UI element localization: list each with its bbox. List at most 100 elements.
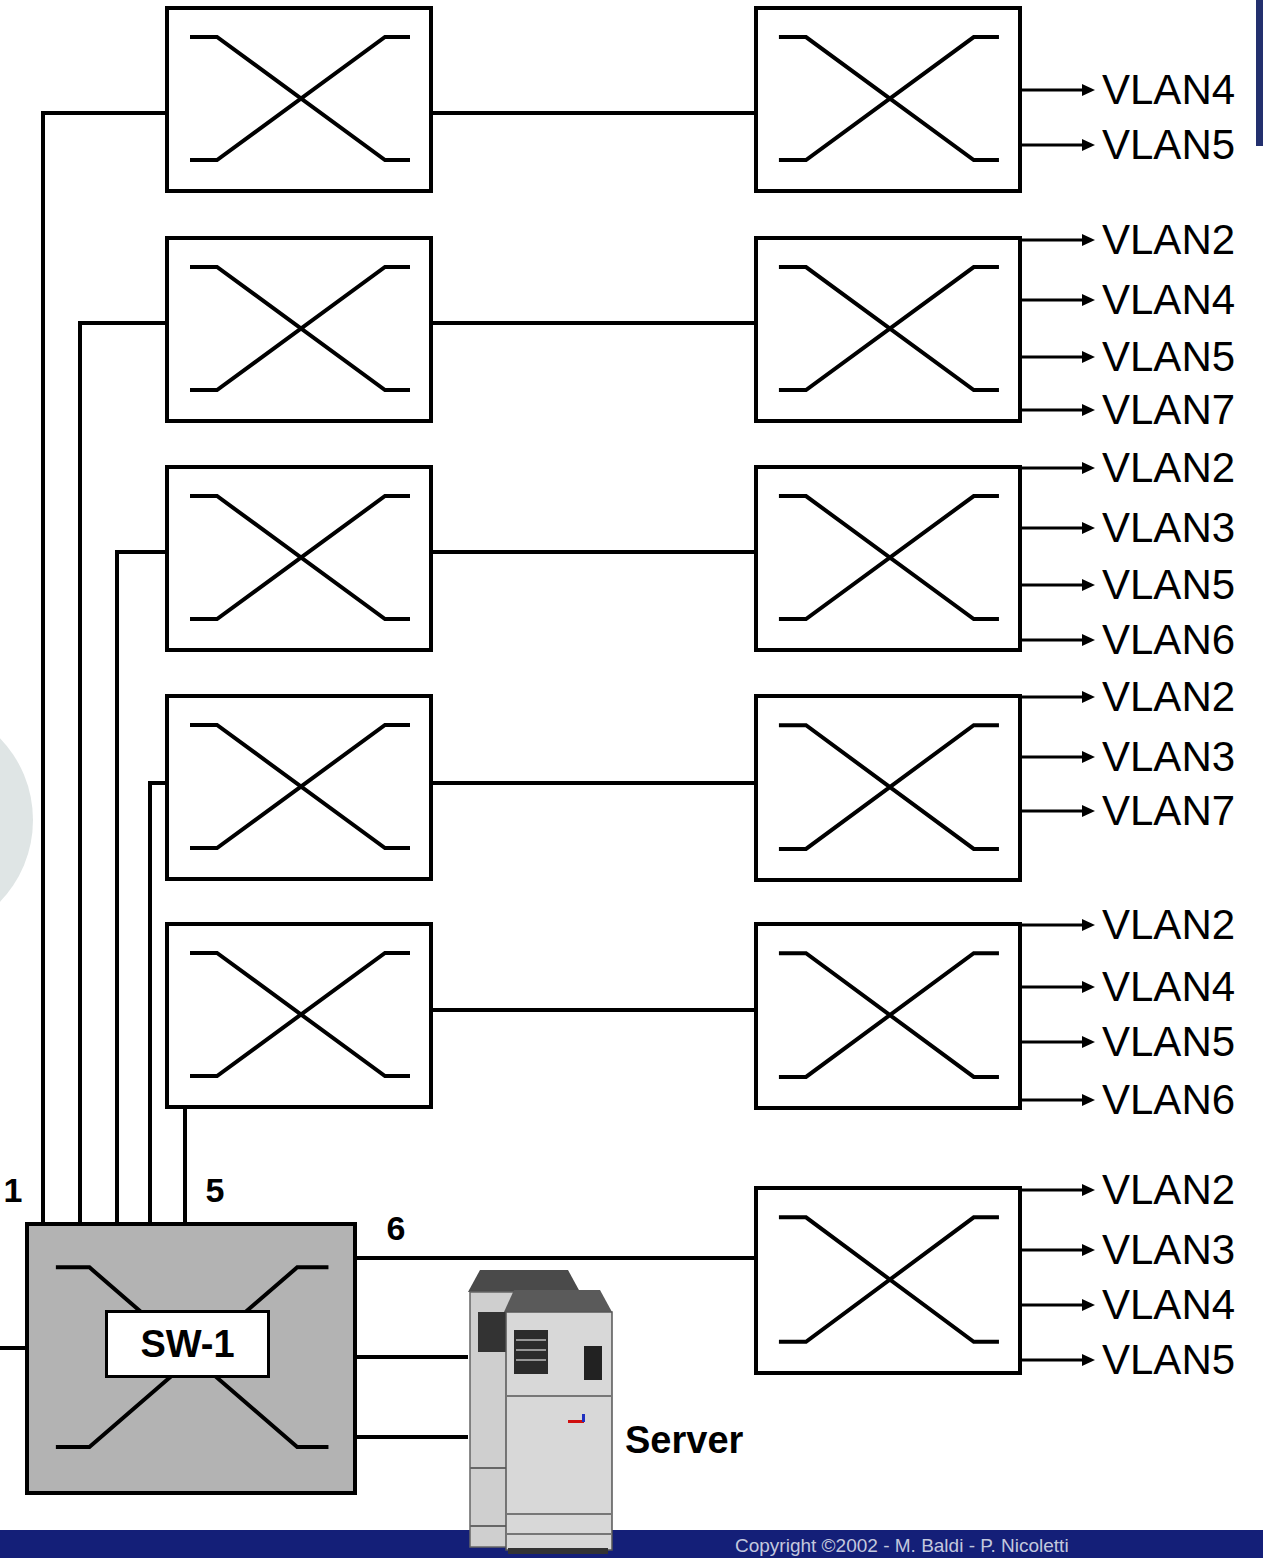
link-wire [43, 113, 754, 1222]
vlan-arrow [1022, 1036, 1095, 1048]
switch-frame [756, 8, 1020, 191]
server-icon [468, 1268, 778, 1556]
switch-box: VLAN2VLAN3VLAN7 [754, 694, 1022, 882]
vlan-arrow [1022, 234, 1095, 246]
switch-outline [754, 6, 1022, 193]
vlan-arrow [1022, 351, 1095, 363]
link-wire [80, 323, 754, 1222]
corner-strip [1256, 0, 1263, 146]
server-panel [584, 1346, 602, 1380]
vlan-arrow [1022, 919, 1095, 931]
server-slot [516, 1339, 546, 1341]
vlan-label: VLAN5 [1102, 1339, 1235, 1381]
server-slot [516, 1359, 546, 1361]
vlan-label: VLAN2 [1102, 904, 1235, 946]
edge-switch [167, 467, 431, 650]
vlan-arrow [1022, 751, 1095, 763]
server-bay [478, 1312, 508, 1352]
vlan-label: VLAN7 [1102, 389, 1235, 431]
vlan-label: VLAN6 [1102, 619, 1235, 661]
vlan-arrow [1022, 1299, 1095, 1311]
server-node: Server [468, 1268, 778, 1556]
port-number: 5 [206, 1173, 225, 1207]
link-wire [357, 1435, 468, 1439]
vlan-arrow [1022, 404, 1095, 416]
vlan-label: VLAN4 [1102, 966, 1235, 1008]
switch-frame [756, 467, 1020, 650]
server-body [506, 1312, 612, 1550]
vlan-label: VLAN5 [1102, 564, 1235, 606]
vlan-label: VLAN4 [1102, 279, 1235, 321]
link-wire [357, 1256, 754, 1260]
core-switch: SW-1 [25, 1222, 357, 1495]
server-line [470, 1525, 508, 1527]
server-line [470, 1467, 508, 1469]
vlan-arrow [1022, 634, 1095, 646]
switch-box: VLAN4VLAN5 [754, 6, 1022, 193]
vlan-label: VLAN3 [1102, 507, 1235, 549]
footer-bar [0, 1530, 1263, 1558]
switch-box: VLAN2VLAN4VLAN5VLAN7 [754, 236, 1022, 423]
server-base [508, 1548, 608, 1554]
switch-frame [27, 1224, 355, 1493]
edge-switch [167, 696, 431, 879]
switch-cross [779, 496, 999, 619]
vlan-arrow [1022, 579, 1095, 591]
switch-name: SW-1 [105, 1310, 270, 1378]
vlan-label: VLAN5 [1102, 124, 1235, 166]
vlan-label: VLAN2 [1102, 219, 1235, 261]
vlan-arrow [1022, 139, 1095, 151]
switch-outline [754, 236, 1022, 423]
server-line [506, 1533, 612, 1535]
vlan-arrow [1022, 1184, 1095, 1196]
switch-cross [779, 1217, 999, 1341]
vlan-label: VLAN2 [1102, 676, 1235, 718]
switch-outline [754, 465, 1022, 652]
switch-cross [56, 1267, 329, 1447]
server-cap [504, 1290, 612, 1312]
vlan-arrow [1022, 805, 1095, 817]
background-disc [0, 702, 33, 938]
switch-frame [756, 696, 1020, 880]
vlan-label: VLAN4 [1102, 1284, 1235, 1326]
vlan-label: VLAN7 [1102, 790, 1235, 832]
edge-switch [167, 8, 431, 191]
server-line [506, 1513, 612, 1515]
switch-frame [756, 1188, 1020, 1373]
server-line [506, 1395, 612, 1397]
port-number: 1 [4, 1173, 23, 1207]
server-bay [514, 1330, 548, 1374]
vlan-arrow [1022, 1354, 1095, 1366]
switch-cross [779, 37, 999, 160]
switch-outline [754, 922, 1022, 1110]
edge-switch [167, 238, 431, 421]
vlan-label: VLAN4 [1102, 69, 1235, 111]
vlan-arrow [1022, 1094, 1095, 1106]
vlan-label: VLAN2 [1102, 447, 1235, 489]
switch-cross [779, 953, 999, 1077]
vlan-label: VLAN3 [1102, 736, 1235, 778]
vlan-label: VLAN2 [1102, 1169, 1235, 1211]
port-number: 6 [387, 1211, 406, 1245]
vlan-label: VLAN5 [1102, 1021, 1235, 1063]
switch-frame [756, 924, 1020, 1108]
copyright-note: Copyright ©2002 - M. Baldi - P. Nicolett… [735, 1536, 1069, 1555]
server-cap [468, 1270, 580, 1292]
vlan-label: VLAN6 [1102, 1079, 1235, 1121]
vlan-arrow [1022, 294, 1095, 306]
link-wire [357, 1355, 468, 1359]
server-led [582, 1414, 585, 1422]
switch-cross [779, 267, 999, 390]
server-led [568, 1420, 584, 1423]
link-wire [117, 552, 754, 1222]
switch-cross [779, 725, 999, 849]
switch-outline [754, 694, 1022, 882]
switch-box: VLAN2VLAN3VLAN5VLAN6 [754, 465, 1022, 652]
vlan-label: VLAN5 [1102, 336, 1235, 378]
switch-box: VLAN2VLAN3VLAN4VLAN5 [754, 1186, 1022, 1375]
vlan-arrow [1022, 522, 1095, 534]
vlan-label: VLAN3 [1102, 1229, 1235, 1271]
